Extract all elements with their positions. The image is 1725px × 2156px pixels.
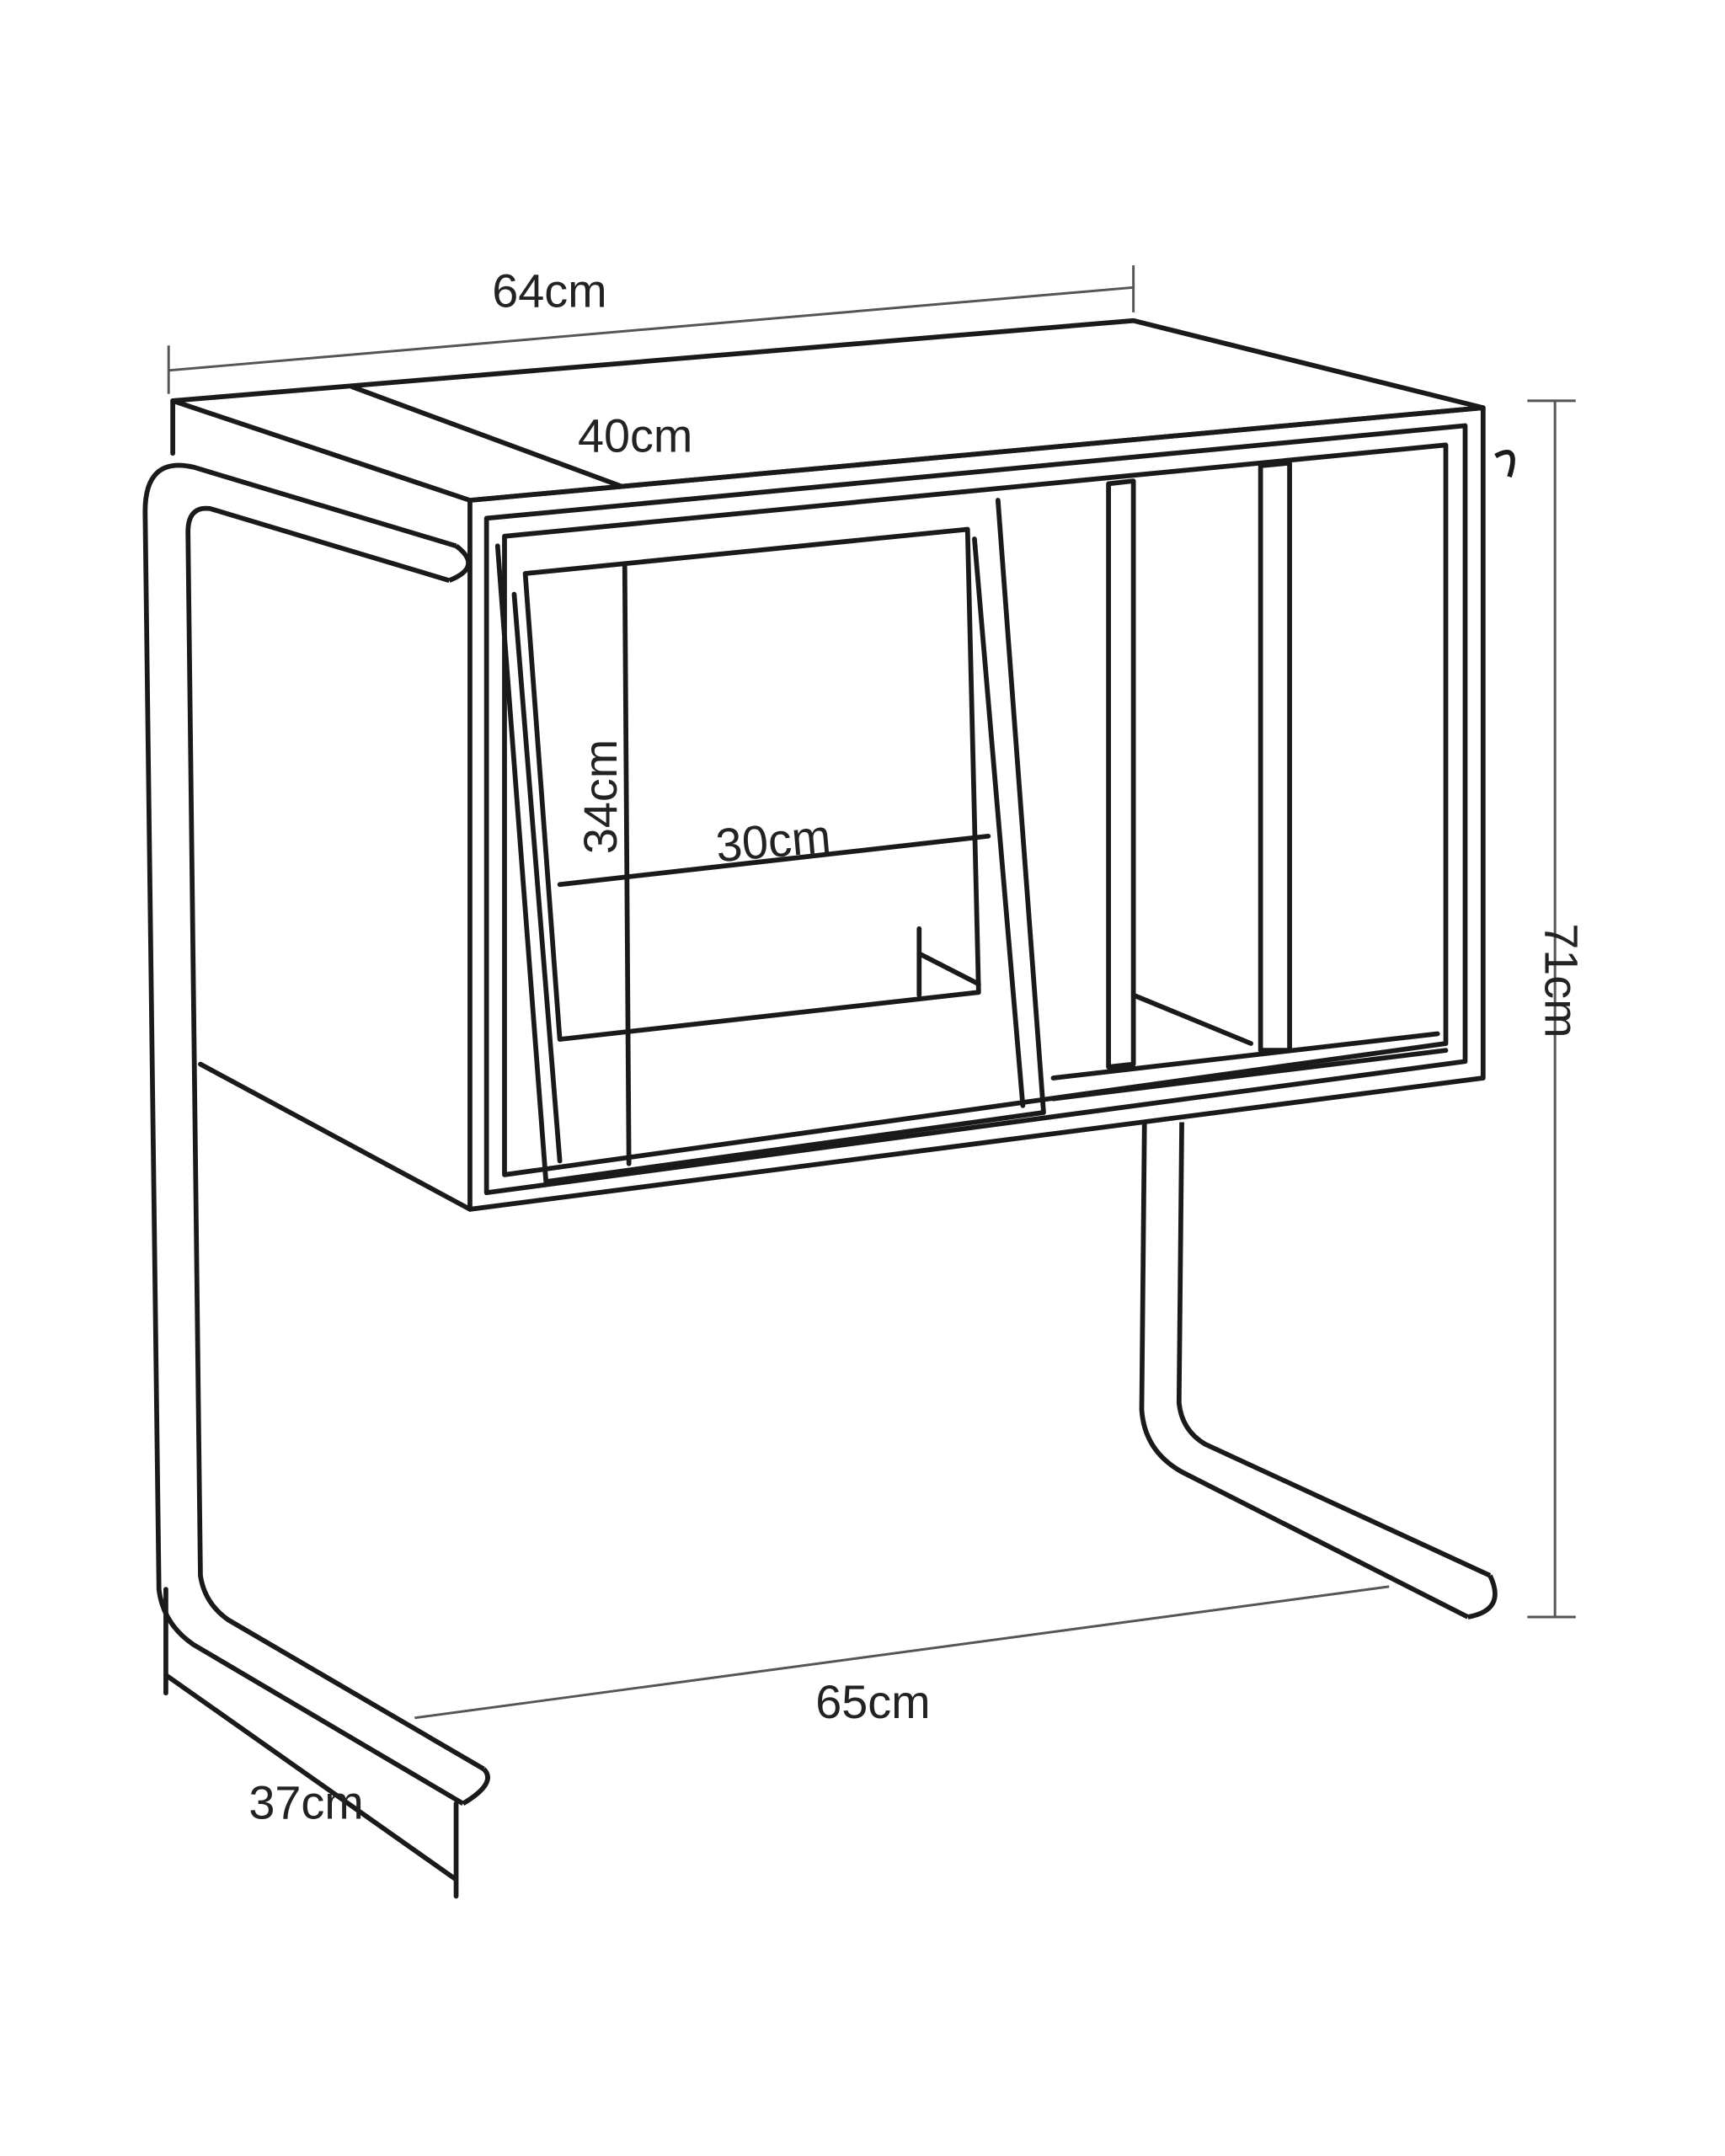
base-depth-label: 37cm bbox=[248, 1776, 363, 1829]
cabinet-box bbox=[170, 318, 1486, 1212]
dimension-lines bbox=[163, 265, 1576, 1899]
record-height-label: 34cm bbox=[574, 739, 627, 854]
height-total-label: 71cm bbox=[1535, 923, 1589, 1038]
depth-top-label: 40cm bbox=[578, 409, 692, 462]
base-width-label: 65cm bbox=[815, 1675, 930, 1728]
left-tube-frame bbox=[142, 462, 490, 1806]
right-tube-frame bbox=[1139, 450, 1515, 1620]
width-top-label: 64cm bbox=[492, 264, 606, 317]
record-width-label: 30cm bbox=[713, 809, 832, 873]
